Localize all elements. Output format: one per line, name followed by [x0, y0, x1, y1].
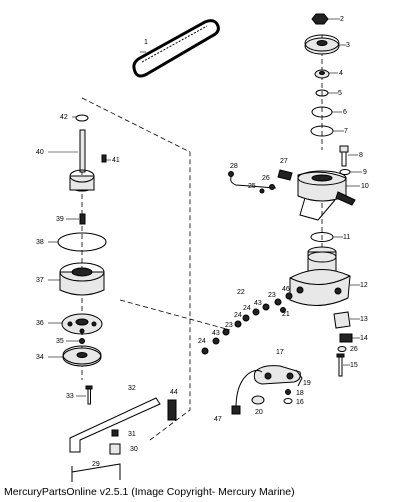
- callout-labels: 1 2 3 4 5 6 7 8 9 10 11 12 13 14 15 16 1…: [36, 16, 369, 468]
- screw-part-18[interactable]: [285, 389, 291, 395]
- callout-18: 18: [296, 390, 304, 397]
- callout-31: 31: [128, 431, 136, 438]
- callout-47: 47: [214, 416, 222, 423]
- callout-4: 4: [339, 70, 343, 77]
- callout-24c: 24: [243, 305, 251, 312]
- callout-36: 36: [36, 320, 44, 327]
- callout-14: 14: [360, 335, 368, 342]
- callout-25: 25: [248, 183, 256, 190]
- callout-19: 19: [303, 380, 311, 387]
- callout-2: 2: [340, 16, 344, 23]
- callout-43b: 43: [254, 300, 262, 307]
- rotor-part-36[interactable]: [61, 313, 103, 335]
- callout-5: 5: [338, 90, 342, 97]
- nut-part-26b[interactable]: [337, 346, 347, 352]
- callout-12: 12: [360, 282, 368, 289]
- lead-wire-part-28[interactable]: [228, 171, 277, 189]
- lead-part-47[interactable]: [231, 369, 263, 415]
- pin-part-39[interactable]: [79, 213, 86, 225]
- drive-belt[interactable]: [132, 19, 220, 78]
- callout-26b: 26: [350, 346, 358, 353]
- callout-9: 9: [363, 169, 367, 176]
- callout-3: 3: [346, 42, 350, 49]
- callout-8: 8: [359, 152, 363, 159]
- callout-44: 44: [170, 389, 178, 396]
- wrench-part-32[interactable]: [69, 397, 161, 453]
- image-caption: MercuryPartsOnline v2.5.1 (Image Copyrig…: [4, 486, 295, 498]
- callout-26a: 26: [262, 175, 270, 182]
- clip-part-13[interactable]: [333, 311, 351, 329]
- callout-21: 21: [282, 311, 290, 318]
- callout-29: 29: [92, 461, 100, 468]
- terminal-part-27[interactable]: [277, 169, 293, 181]
- callout-30: 30: [130, 446, 138, 453]
- socket-part-30[interactable]: [109, 443, 121, 455]
- callout-27: 27: [280, 158, 288, 165]
- callout-35: 35: [56, 338, 64, 345]
- washer-part-16[interactable]: [283, 398, 293, 404]
- screw-part-25[interactable]: [259, 188, 265, 194]
- nut-part-2[interactable]: [311, 13, 329, 25]
- callout-15: 15: [350, 362, 358, 369]
- leader-lines: [48, 18, 362, 397]
- callout-33: 33: [66, 393, 74, 400]
- callout-16: 16: [296, 399, 304, 406]
- block-part-14[interactable]: [339, 333, 353, 343]
- spacer-part-4[interactable]: [314, 69, 330, 79]
- callout-17: 17: [276, 349, 284, 356]
- flywheel-part-37[interactable]: [59, 262, 105, 296]
- screw-part-15[interactable]: [336, 353, 345, 377]
- callout-23b: 23: [268, 292, 276, 299]
- bracket-part-10[interactable]: [297, 170, 356, 221]
- callout-1: 1: [144, 39, 148, 46]
- screw-part-26a[interactable]: [269, 184, 275, 190]
- callout-23a: 23: [225, 322, 233, 329]
- shaft-part-40[interactable]: [69, 129, 95, 192]
- trigger-plate-part-17[interactable]: [253, 365, 301, 385]
- callout-24b: 24: [234, 312, 242, 319]
- bolt-part-8[interactable]: [339, 145, 349, 167]
- callout-20: 20: [255, 409, 263, 416]
- callout-11: 11: [343, 234, 350, 241]
- nut-part-31[interactable]: [111, 429, 119, 437]
- u-tool-part-29[interactable]: [71, 463, 121, 482]
- callout-39: 39: [56, 216, 64, 223]
- pulley-part-3[interactable]: [304, 34, 340, 55]
- tool-part-44[interactable]: [167, 399, 177, 421]
- callout-34: 34: [36, 354, 44, 361]
- bushing-part-20[interactable]: [251, 395, 265, 405]
- callout-28: 28: [230, 163, 238, 170]
- exploded-parts-diagram: 1 2 3 4 5 6 7 8 9 10 11 12 13 14 15 16 1…: [36, 13, 369, 482]
- callout-37: 37: [36, 277, 44, 284]
- callout-42: 42: [60, 114, 68, 121]
- clip-part-35[interactable]: [79, 338, 85, 344]
- callout-32: 32: [128, 385, 136, 392]
- housing-part-12[interactable]: [289, 246, 351, 306]
- key-part-41[interactable]: [101, 154, 107, 163]
- callout-22: 22: [237, 289, 245, 296]
- callout-24a: 24: [198, 338, 206, 345]
- screw-part-33[interactable]: [85, 385, 93, 405]
- plate-part-34[interactable]: [62, 345, 102, 367]
- callout-13: 13: [360, 316, 368, 323]
- callout-41: 41: [112, 157, 120, 164]
- spring-part-19[interactable]: [295, 369, 303, 387]
- callout-7: 7: [344, 128, 348, 135]
- callout-46: 46: [282, 286, 290, 293]
- fasteners-group[interactable]: [201, 292, 293, 355]
- callout-43a: 43: [212, 330, 220, 337]
- callout-6: 6: [343, 109, 347, 116]
- washer-part-42[interactable]: [75, 114, 89, 122]
- callout-10: 10: [361, 183, 369, 190]
- callout-40: 40: [36, 149, 44, 156]
- callout-38: 38: [36, 239, 44, 246]
